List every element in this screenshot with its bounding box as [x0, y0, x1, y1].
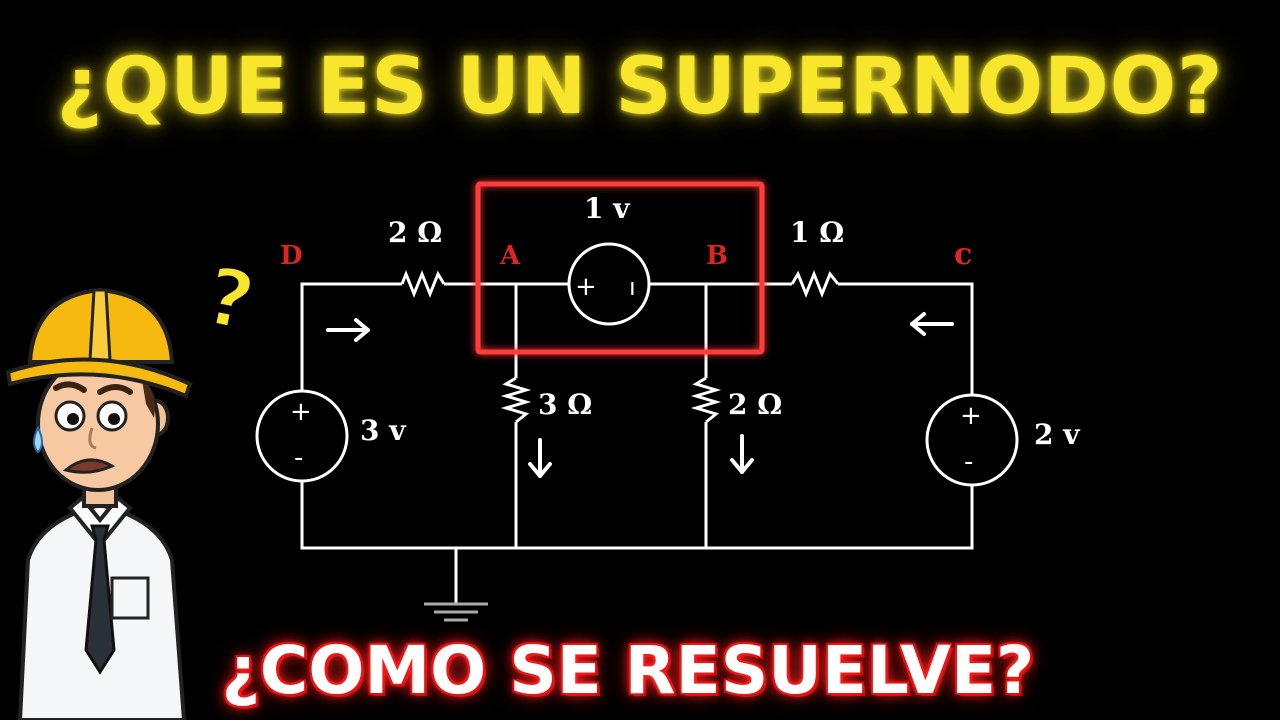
supernode-highlight-box — [475, 181, 765, 355]
arrow-down-icon — [528, 438, 552, 478]
svg-text:+: + — [290, 397, 312, 427]
node-label-c: c — [954, 237, 972, 272]
resistor-b-ground — [690, 376, 722, 424]
svg-text:+: + — [960, 401, 982, 431]
voltage-source-left: + - — [255, 389, 349, 483]
arrow-left-icon — [910, 312, 954, 336]
label-r-a-ground: 3 Ω — [538, 388, 592, 421]
svg-text:-: - — [964, 447, 973, 477]
page-subtitle: ¿COMO SE RESUELVE? — [221, 632, 1035, 709]
worker-hardhat-icon — [5, 287, 193, 720]
label-v-left: 3 v — [360, 414, 406, 447]
node-label-b: B — [706, 241, 728, 271]
question-mark-icon: ? — [197, 249, 262, 350]
page-title: ¿QUE ES UN SUPERNODO? — [56, 42, 1224, 132]
arrow-right-icon — [326, 318, 370, 342]
resistor-a-ground — [500, 376, 532, 424]
node-label-a: A — [499, 241, 521, 271]
label-r-da: 2 Ω — [388, 216, 442, 249]
svg-text:ı: ı — [629, 273, 636, 301]
resistor-bc — [790, 269, 840, 299]
svg-text:-: - — [294, 443, 303, 473]
voltage-source-ab: + ı — [567, 242, 651, 326]
ground-icon — [424, 602, 488, 622]
label-v-right: 2 v — [1034, 418, 1080, 451]
label-r-bc: 1 Ω — [790, 216, 844, 249]
label-r-b-ground: 2 Ω — [728, 388, 782, 421]
label-v-ab: 1 v — [584, 192, 630, 225]
voltage-source-right: + - — [925, 393, 1019, 487]
node-label-d: D — [280, 241, 303, 271]
arrow-down-icon — [730, 434, 754, 474]
svg-text:+: + — [575, 272, 597, 302]
resistor-da — [400, 269, 446, 299]
circuit-wires — [300, 282, 974, 604]
